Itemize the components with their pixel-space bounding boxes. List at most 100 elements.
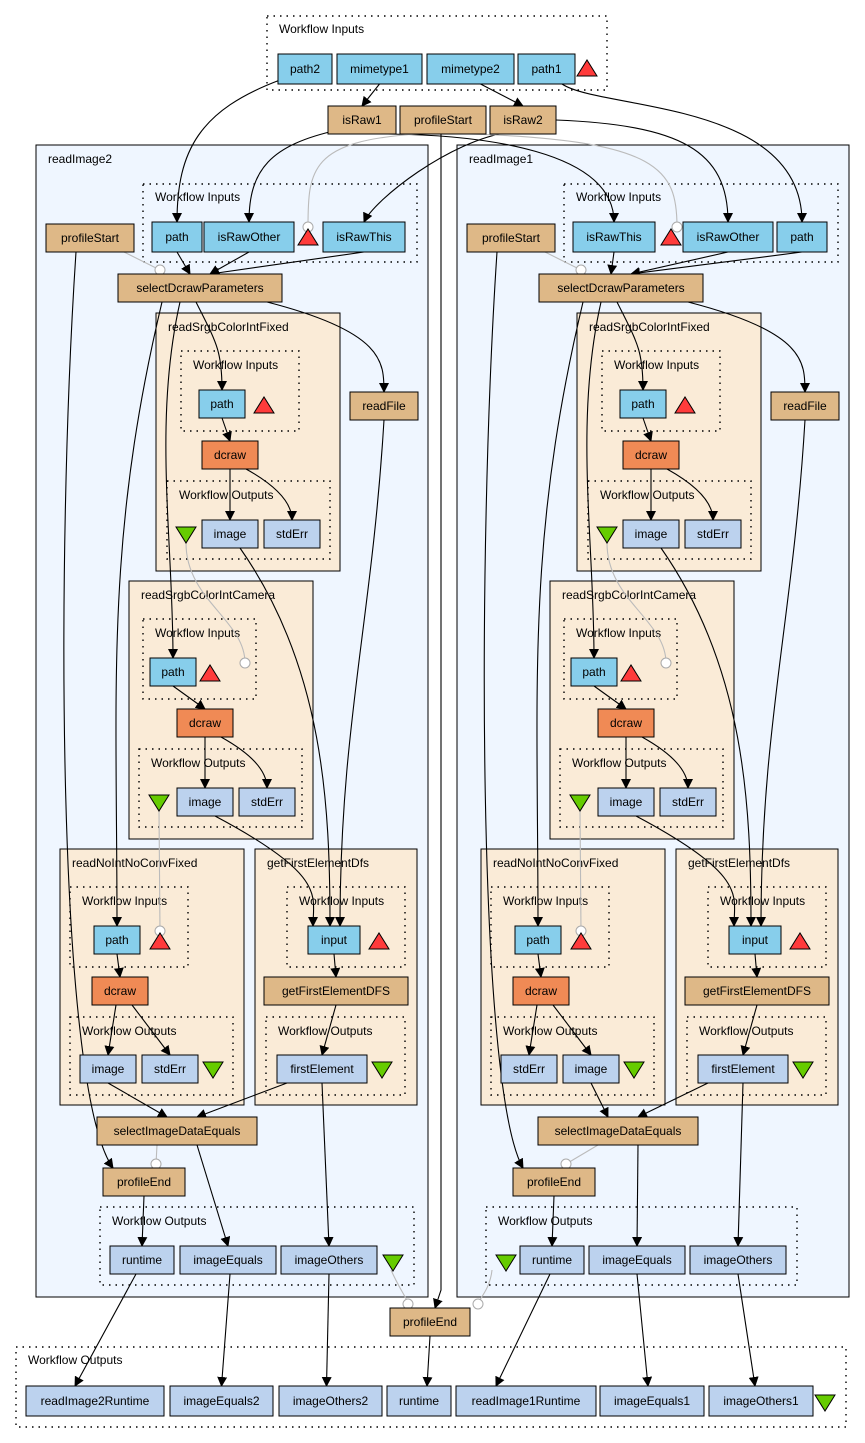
readImage1-firstdfs-processor[interactable]: getFirstElementDFS	[684, 976, 830, 1006]
readImage1-output-imageOthers[interactable]: imageOthers	[689, 1245, 787, 1275]
data-link	[636, 1273, 653, 1387]
readImage2-input-path[interactable]: path	[151, 221, 203, 253]
output-port-readImage2Runtime[interactable]: readImage2Runtime	[25, 1385, 165, 1417]
readImage2-processor-profileStart[interactable]: profileStart	[45, 223, 135, 253]
readImage2-firstdfs-output-firstElement[interactable]: firstElement	[276, 1054, 368, 1084]
readImage1-noint-output-image[interactable]: image	[562, 1054, 620, 1084]
readImage1-noint-output-stdErr[interactable]: stdErr	[500, 1054, 558, 1084]
readImage2-srgbfixed-dcraw[interactable]: dcraw	[201, 440, 259, 470]
readImage2-output-runtime[interactable]: runtime	[109, 1245, 175, 1275]
readImage2-noint-output-image-label: image	[92, 1062, 125, 1076]
readImage2-srgbfixed-input-path[interactable]: path	[198, 389, 246, 419]
processor-profileStart[interactable]: profileStart	[399, 105, 487, 135]
data-link	[361, 83, 380, 107]
output-port-imageOthers2[interactable]: imageOthers2	[278, 1385, 383, 1417]
readImage1-processor-profileEnd[interactable]: profileEnd	[512, 1167, 596, 1197]
data-link	[480, 83, 524, 107]
readImage1-firstdfs-input-input[interactable]: input	[728, 925, 782, 955]
readImage1-srgbcamera-output-image[interactable]: image	[597, 787, 655, 817]
readImage2-input-isRawOther[interactable]: isRawOther	[203, 221, 295, 253]
readImage1-srgbcamera-dcraw[interactable]: dcraw	[597, 708, 655, 738]
readImage1-output-imageEquals[interactable]: imageEquals	[588, 1245, 686, 1275]
readImage1-srgbcamera-outputs	[559, 748, 724, 828]
readImage1-output-imageOthers-label: imageOthers	[704, 1253, 773, 1267]
control-link-end-icon	[660, 657, 672, 669]
input-port-path1-label: path1	[531, 62, 561, 76]
readImage2-srgbcamera-output-stdErr[interactable]: stdErr	[238, 787, 296, 817]
readImage1-srgbfixed-dcraw[interactable]: dcraw	[622, 440, 680, 470]
output-port-imageOthers1[interactable]: imageOthers1	[708, 1385, 814, 1417]
data-link	[737, 1273, 759, 1387]
readImage1-processor-selectDcrawParameters[interactable]: selectDcrawParameters	[538, 273, 704, 303]
readImage2-processor-profileEnd[interactable]: profileEnd	[102, 1167, 186, 1197]
readImage1-firstdfs-output-firstElement[interactable]: firstElement	[697, 1054, 789, 1084]
processor-isRaw1[interactable]: isRaw1	[327, 105, 397, 135]
output-port-runtime[interactable]: runtime	[386, 1385, 452, 1417]
readImage1-input-isRawThis-label: isRawThis	[586, 230, 641, 244]
input-marker-icon	[570, 932, 592, 950]
input-port-path2[interactable]: path2	[277, 53, 333, 85]
input-marker-icon	[368, 932, 390, 950]
readImage2-srgbfixed-output-image[interactable]: image	[201, 519, 259, 549]
readImage2-noint-dcraw[interactable]: dcraw	[91, 976, 149, 1006]
readImage1-srgbfixed-output-image[interactable]: image	[622, 519, 680, 549]
data-link	[642, 417, 653, 442]
readImage1-srgbfixed-output-stdErr[interactable]: stdErr	[684, 519, 742, 549]
output-port-imageEquals2[interactable]: imageEquals2	[169, 1385, 274, 1417]
output-marker-icon	[596, 526, 618, 544]
data-link	[660, 547, 756, 927]
input-port-path1[interactable]: path1	[517, 53, 576, 85]
input-port-path2-label: path2	[290, 62, 320, 76]
cluster-readImage2-title: readImage2	[48, 152, 112, 166]
readImage1-srgbfixed-dcraw-label: dcraw	[635, 448, 667, 462]
input-marker-icon	[253, 396, 275, 414]
readImage1-srgbcamera-input-path[interactable]: path	[570, 657, 618, 687]
readImage2-output-imageOthers[interactable]: imageOthers	[280, 1245, 378, 1275]
readImage1-processor-readFile[interactable]: readFile	[770, 391, 840, 421]
readImage1-srgbfixed-inputs-title: Workflow Inputs	[614, 358, 699, 372]
readImage1-srgbfixed-inputs	[601, 350, 721, 432]
readImage1-srgbcamera-output-stdErr[interactable]: stdErr	[659, 787, 717, 817]
readImage2-cluster-readNoIntNoConvFixed-title: readNoIntNoConvFixed	[72, 856, 197, 870]
readImage2-srgbcamera-output-image[interactable]: image	[176, 787, 234, 817]
readImage1-output-runtime[interactable]: runtime	[519, 1245, 585, 1275]
processor-isRaw1-label: isRaw1	[342, 113, 382, 127]
readImage2-srgbcamera-dcraw[interactable]: dcraw	[176, 708, 234, 738]
processor-profileEnd[interactable]: profileEnd	[389, 1307, 471, 1337]
readImage2-processor-selectDcrawParameters[interactable]: selectDcrawParameters	[117, 273, 283, 303]
input-port-mimetype2[interactable]: mimetype2	[426, 53, 515, 85]
readImage1-processor-selectImageDataEquals[interactable]: selectImageDataEquals	[537, 1116, 699, 1146]
readImage2-srgbfixed-dcraw-label: dcraw	[214, 448, 246, 462]
readImage1-input-isRawOther[interactable]: isRawOther	[682, 221, 774, 253]
readImage2-srgbcamera-input-path[interactable]: path	[149, 657, 197, 687]
output-port-imageEquals1[interactable]: imageEquals1	[599, 1385, 705, 1417]
output-port-readImage1Runtime[interactable]: readImage1Runtime	[455, 1385, 597, 1417]
readImage1-srgbfixed-input-path[interactable]: path	[619, 389, 667, 419]
readImage2-firstdfs-processor[interactable]: getFirstElementDFS	[263, 976, 409, 1006]
input-port-mimetype1[interactable]: mimetype1	[336, 53, 423, 85]
readImage2-noint-output-stdErr-label: stdErr	[154, 1062, 186, 1076]
readImage2-input-isRawThis[interactable]: isRawThis	[322, 221, 406, 253]
data-link	[321, 1273, 332, 1387]
output-port-readImage2Runtime-label: readImage2Runtime	[41, 1394, 150, 1408]
data-link	[590, 1082, 609, 1118]
top-workflow-inputs-title: Workflow Inputs	[279, 22, 364, 36]
readImage2-firstdfs-input-input[interactable]: input	[307, 925, 361, 955]
readImage2-processor-readFile[interactable]: readFile	[349, 391, 419, 421]
readImage1-noint-dcraw[interactable]: dcraw	[512, 976, 570, 1006]
readImage2-processor-selectImageDataEquals[interactable]: selectImageDataEquals	[96, 1116, 258, 1146]
readImage2-noint-output-stdErr[interactable]: stdErr	[141, 1054, 199, 1084]
readImage2-output-imageEquals[interactable]: imageEquals	[179, 1245, 277, 1275]
data-link	[113, 953, 124, 978]
readImage1-processor-profileStart[interactable]: profileStart	[466, 223, 556, 253]
readImage1-input-path[interactable]: path	[776, 221, 828, 253]
readImage2-srgbfixed-output-stdErr[interactable]: stdErr	[263, 519, 321, 549]
readImage2-noint-output-image[interactable]: image	[79, 1054, 137, 1084]
readImage1-srgbcamera-inputs-title: Workflow Inputs	[576, 626, 661, 640]
processor-isRaw2[interactable]: isRaw2	[489, 105, 557, 135]
readImage2-noint-input-path[interactable]: path	[93, 925, 141, 955]
readImage2-noint-input-path-label: path	[105, 933, 128, 947]
readImage1-noint-input-path[interactable]: path	[514, 925, 562, 955]
readImage1-input-isRawThis[interactable]: isRawThis	[572, 221, 656, 253]
